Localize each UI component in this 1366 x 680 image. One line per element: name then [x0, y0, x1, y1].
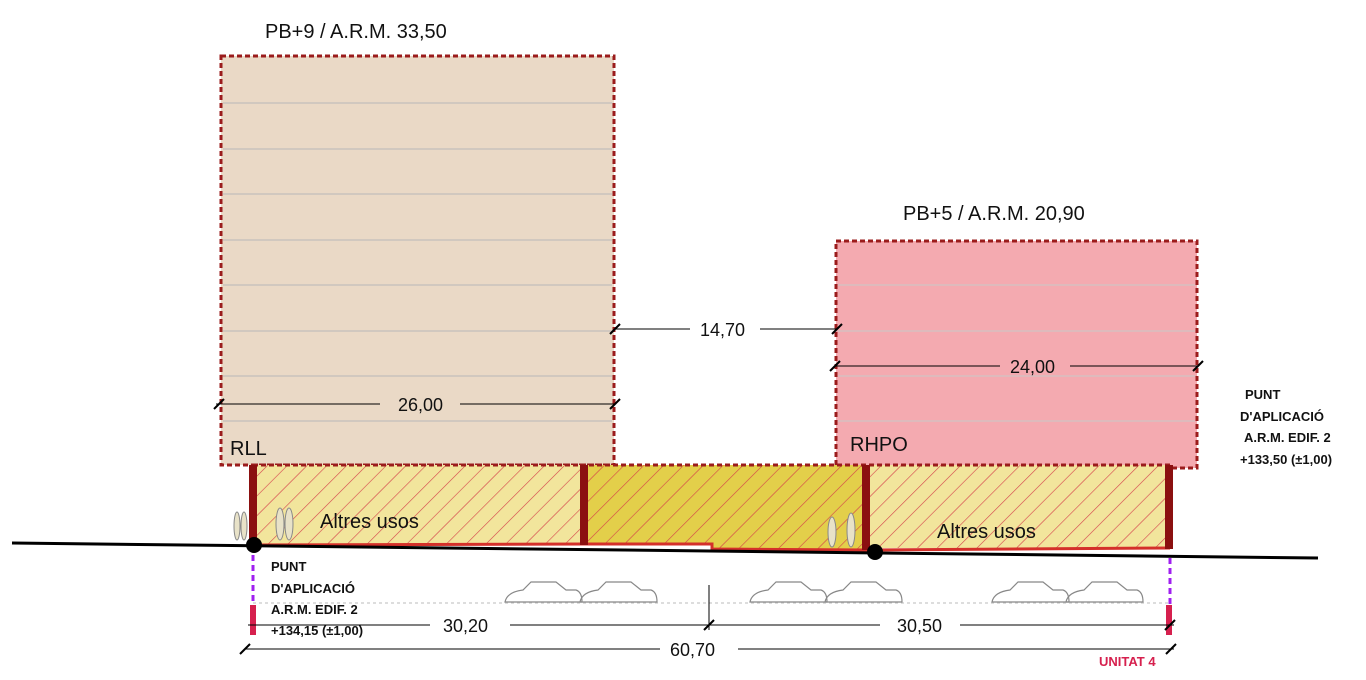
building-left-floor-lines	[223, 102, 612, 422]
building-right: PB+5 / A.R.M. 20,90 RHPO	[834, 203, 1199, 470]
car-icon	[579, 581, 658, 603]
plot-limit-markers	[250, 555, 1172, 635]
building-right-body	[834, 239, 1199, 470]
application-point-left-line2: D'APLICACIÓ	[271, 581, 355, 596]
car-icon	[991, 581, 1070, 603]
building-left: PB+9 / A.R.M. 33,50 RLL	[219, 21, 616, 467]
building-left-height-label: PB+9 / A.R.M. 33,50	[265, 21, 447, 43]
dim-total: 60,70	[670, 640, 715, 660]
application-point-left-line1: PUNT	[271, 559, 306, 574]
dim-right-span: 30,50	[897, 616, 942, 636]
ground-floor-left-label: Altres usos	[320, 511, 419, 533]
car-icon	[824, 581, 903, 603]
column	[249, 465, 257, 547]
application-point-left-marker	[246, 537, 262, 553]
column	[580, 465, 588, 545]
car-icons	[504, 581, 1144, 603]
dim-left-span: 30,20	[443, 616, 488, 636]
building-right-use-label: RHPO	[850, 434, 908, 456]
application-point-left-label: PUNT D'APLICACIÓ A.R.M. EDIF. 2 +134,15 …	[271, 559, 363, 638]
ground-floor-right-hatch	[866, 465, 1170, 548]
application-point-left-line3: A.R.M. EDIF. 2	[271, 602, 358, 617]
column	[862, 465, 870, 550]
car-icon	[749, 581, 828, 603]
building-right-height-label: PB+5 / A.R.M. 20,90	[903, 203, 1085, 225]
application-point-right-line2: D'APLICACIÓ	[1240, 409, 1324, 424]
building-left-body	[219, 54, 616, 467]
application-point-right-line1: PUNT	[1245, 387, 1280, 402]
building-right-floor-lines	[838, 284, 1195, 422]
building-left-use-label: RLL	[230, 438, 267, 460]
pedestrian-icon	[233, 507, 856, 548]
ground-line	[11, 541, 1319, 560]
car-icon	[504, 581, 583, 603]
ground-floor-right-label: Altres usos	[937, 521, 1036, 543]
ground-floor-left-hatch	[253, 465, 584, 545]
application-point-right-label: PUNT D'APLICACIÓ A.R.M. EDIF. 2 +133,50 …	[1240, 387, 1332, 467]
application-point-left-line4: +134,15 (±1,00)	[271, 623, 363, 638]
column	[1165, 465, 1173, 549]
unit-label: UNITAT 4	[1099, 654, 1156, 669]
dim-gap: 14,70	[700, 320, 745, 340]
application-point-right-marker	[867, 544, 883, 560]
application-point-right-line3: A.R.M. EDIF. 2	[1244, 430, 1331, 445]
ground-floor: Altres usos Altres usos	[249, 463, 1173, 552]
dim-right-building-width: 24,00	[1010, 357, 1055, 377]
dimension-lines	[213, 323, 1204, 655]
application-point-right-line4: +133,50 (±1,00)	[1240, 452, 1332, 467]
dim-left-building-width: 26,00	[398, 395, 443, 415]
ground-floor-center-hatch	[584, 465, 866, 551]
car-icon	[1065, 581, 1144, 603]
